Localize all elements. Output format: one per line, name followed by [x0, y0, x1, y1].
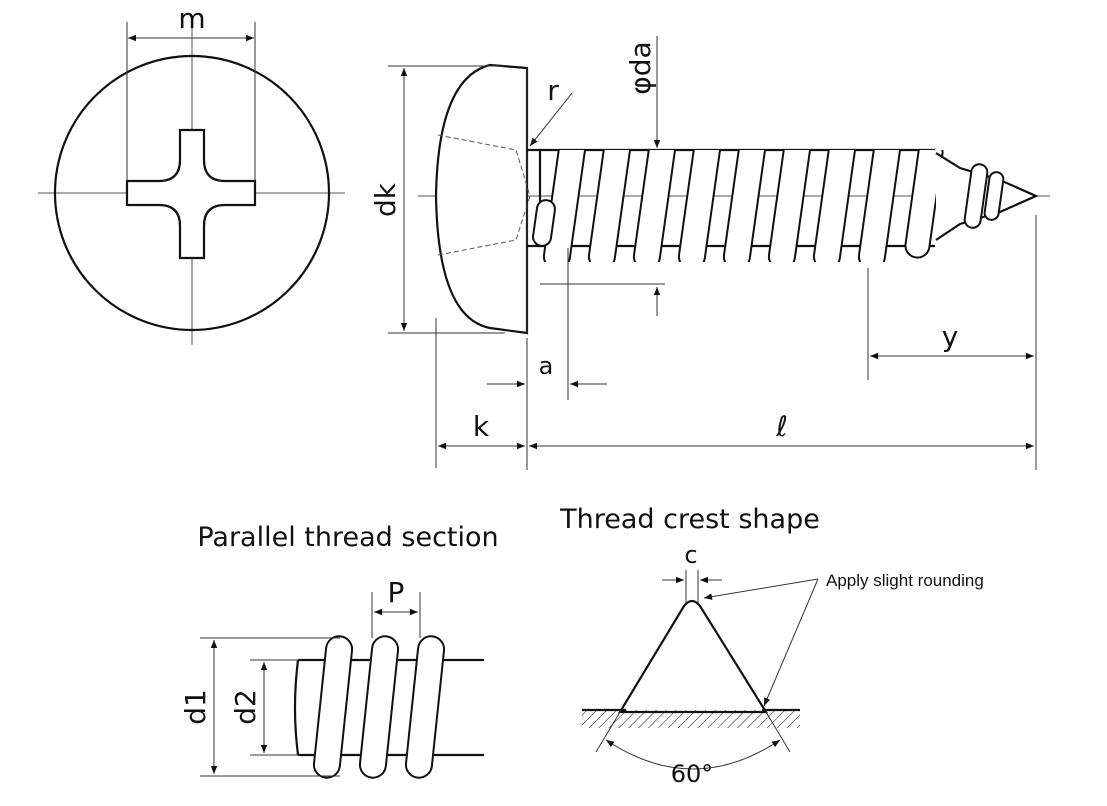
r-label: r: [547, 74, 559, 107]
d2-label: d2: [229, 689, 262, 725]
k-label: k: [473, 410, 490, 443]
m-label: m: [178, 2, 205, 35]
p-label: P: [388, 576, 405, 609]
d1-label: d1: [179, 689, 212, 725]
head-top-view: m: [38, 2, 345, 345]
screw-head: [434, 63, 529, 335]
rounding-note: Apply slight rounding: [826, 571, 984, 590]
angle-arc: [605, 739, 781, 770]
da-label: φda: [624, 41, 657, 94]
phillips-recess: [125, 128, 257, 260]
c-label: c: [684, 541, 697, 569]
parallel-thread-title: Parallel thread section: [197, 522, 498, 553]
r-leader: [529, 92, 573, 147]
thread-crest-shape: Thread crest shape c Apply slight roundi…: [559, 504, 984, 788]
dk-label: dk: [369, 182, 402, 217]
l-label: ℓ: [775, 410, 788, 443]
parallel-thread-section: Parallel thread section P d1 d2: [179, 522, 499, 779]
a-label: a: [539, 352, 554, 380]
crest-triangle: [618, 599, 768, 714]
y-label: y: [942, 320, 959, 353]
thread-crests: [542, 150, 944, 262]
recess-hidden-lines: [437, 134, 531, 256]
head-outline-circle: [53, 54, 331, 332]
angle-label: 60°: [671, 760, 714, 788]
screw-side-view: dk r φda y a k ℓ: [369, 36, 1050, 470]
thread-crest-title: Thread crest shape: [559, 504, 820, 535]
